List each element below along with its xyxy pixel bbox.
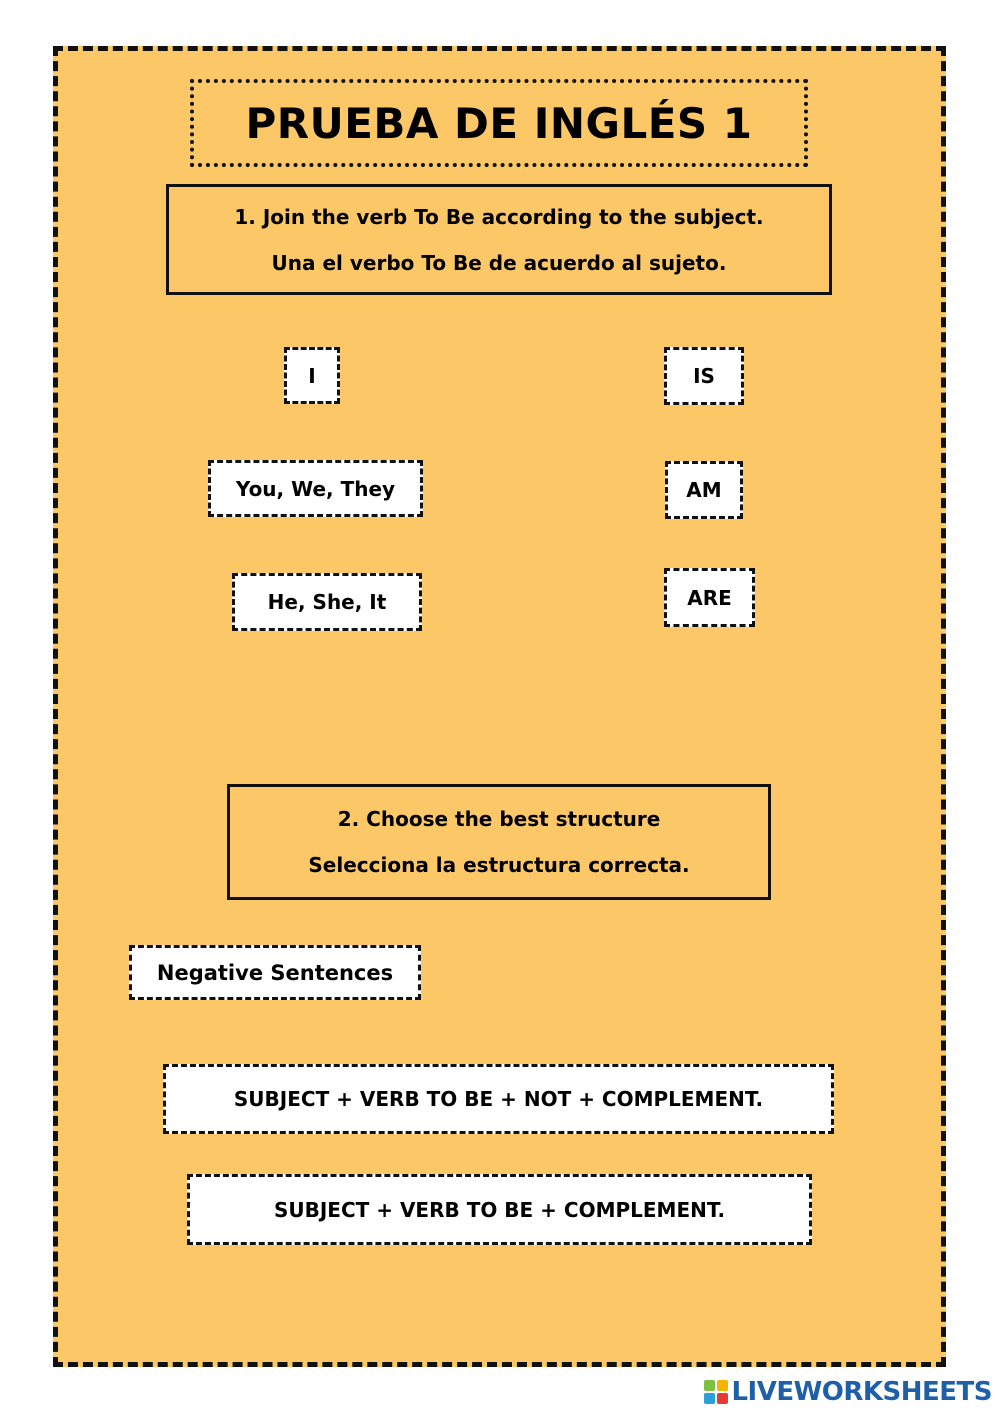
verb-am-match-box[interactable]: AM (665, 461, 743, 519)
title-box: PRUEBA DE INGLÉS 1 (190, 79, 808, 167)
section1-instruction-en: 1. Join the verb To Be according to the … (234, 204, 764, 229)
subject-he-she-it-match-box[interactable]: He, She, It (232, 573, 422, 631)
verb-are-match-box[interactable]: ARE (664, 568, 755, 627)
page-title: PRUEBA DE INGLÉS 1 (245, 98, 753, 148)
section1-instructions: 1. Join the verb To Be according to the … (166, 184, 832, 295)
worksheet-page (53, 46, 946, 1367)
negative-sentences-label: Negative Sentences (129, 945, 421, 1000)
brand-name: LIVEWORKSHEETS (731, 1377, 992, 1407)
verb-is-match-box[interactable]: IS (664, 347, 744, 405)
liveworksheets-logo-icon (704, 1380, 729, 1404)
subject-you-we-they-match-box[interactable]: You, We, They (208, 460, 423, 517)
structure-option-2[interactable]: SUBJECT + VERB TO BE + COMPLEMENT. (187, 1174, 812, 1245)
subject-i-match-box[interactable]: I (284, 347, 340, 404)
section1-instruction-es: Una el verbo To Be de acuerdo al sujeto. (271, 250, 727, 275)
structure-option-1[interactable]: SUBJECT + VERB TO BE + NOT + COMPLEMENT. (163, 1064, 834, 1134)
section2-instructions: 2. Choose the best structure Selecciona … (227, 784, 771, 900)
section2-instruction-en: 2. Choose the best structure (337, 807, 661, 831)
section2-instruction-es: Selecciona la estructura correcta. (308, 853, 690, 877)
liveworksheets-branding: LIVEWORKSHEETS (704, 1377, 992, 1407)
